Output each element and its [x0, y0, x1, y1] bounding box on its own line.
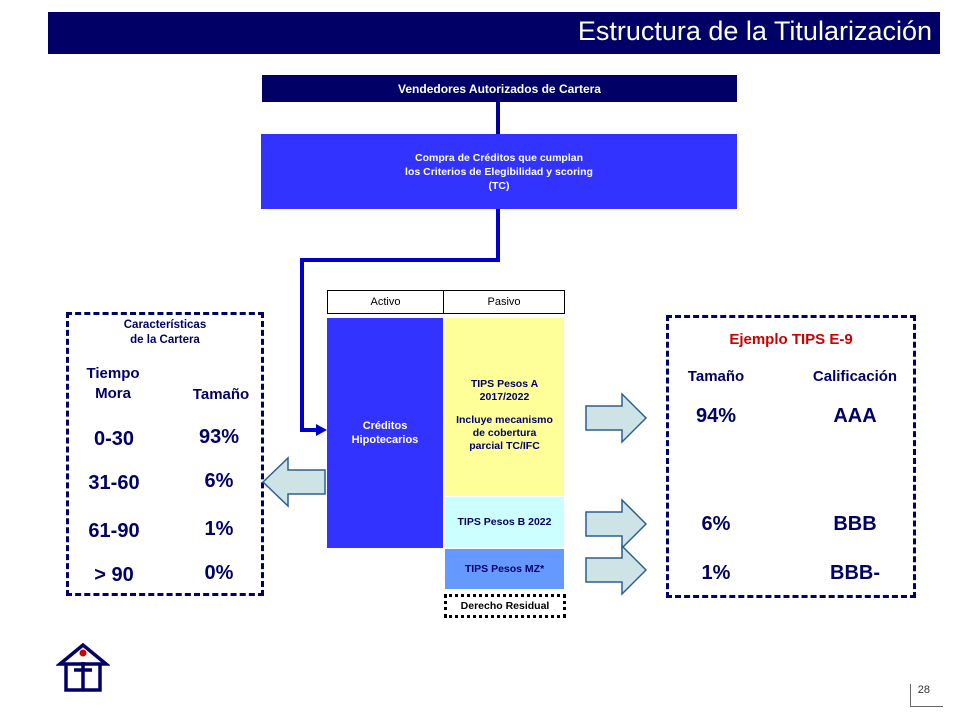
tamano-header-right: Tamaño: [687, 368, 745, 385]
tiempo-mora-line2: Mora: [95, 385, 131, 402]
compra-line2: los Criterios de Elegibilidad y scoring: [405, 165, 593, 178]
tamano-value: 1%: [204, 518, 234, 540]
caracteristicas-panel: [66, 312, 264, 596]
arrow-right-icon: [585, 544, 648, 596]
pasivo-label: Pasivo: [487, 296, 521, 308]
arrow-right-icon: [585, 392, 648, 444]
mora-value: 0-30: [93, 428, 135, 450]
tips-b-box: TIPS Pesos B 2022: [445, 497, 564, 547]
creditos-line1: Créditos: [362, 420, 408, 432]
derecho-residual-box: Derecho Residual: [444, 594, 566, 618]
tips-b-label: TIPS Pesos B 2022: [457, 516, 552, 528]
caracteristicas-title: Características de la Cartera: [66, 318, 264, 348]
vendedores-box: Vendedores Autorizados de Cartera: [262, 75, 737, 102]
activo-label: Activo: [370, 296, 401, 308]
company-logo: [56, 642, 110, 692]
calificacion-header: Calificación: [812, 368, 898, 385]
tips-a-box: TIPS Pesos A 2017/2022 Incluye mecanismo…: [445, 318, 564, 496]
creditos-line2: Hipotecarios: [351, 434, 419, 446]
tips-mz-box: TIPS Pesos MZ*: [445, 549, 564, 589]
tips-a-line4: de cobertura: [472, 427, 537, 439]
ejemplo-tamano-value: 6%: [701, 513, 731, 535]
tamano-header-left: Tamaño: [192, 386, 250, 403]
page-number-frame: [910, 684, 943, 707]
residual-label: Derecho Residual: [460, 600, 550, 612]
ejemplo-calificacion-value: AAA: [833, 405, 877, 427]
activo-header: Activo: [327, 290, 444, 314]
arrow-left-icon: [261, 456, 326, 508]
tips-a-line2: 2017/2022: [479, 391, 530, 403]
tips-a-line3: Incluye mecanismo: [456, 414, 553, 426]
tiempo-mora-header: Tiempo Mora: [68, 364, 158, 404]
tamano-value: 93%: [198, 426, 240, 448]
ejemplo-calificacion-value: BBB-: [830, 562, 880, 584]
tips-a-line5: parcial TC/IFC: [469, 440, 540, 452]
mora-value: > 90: [94, 564, 134, 586]
tamano-value: 0%: [204, 562, 234, 584]
creditos-hipotecarios-box: Créditos Hipotecarios: [327, 318, 443, 548]
arrow-right-icon: [585, 498, 648, 550]
connector-arrowhead: [316, 424, 327, 436]
ejemplo-calificacion-value: BBB: [833, 513, 877, 535]
page-number: 28: [917, 684, 930, 696]
vendedores-label: Vendedores Autorizados de Cartera: [398, 81, 601, 96]
title-bar: Estructura de la Titularización: [48, 12, 940, 54]
ejemplo-panel: [666, 315, 916, 598]
ejemplo-tamano-value: 1%: [701, 562, 731, 584]
compra-box: Compra de Créditos que cumplan los Crite…: [261, 134, 737, 209]
tips-a-line1: TIPS Pesos A: [470, 378, 539, 390]
caracteristicas-title-line2: de la Cartera: [130, 334, 200, 346]
ejemplo-tamano-value: 94%: [695, 405, 737, 427]
pasivo-header: Pasivo: [443, 290, 565, 314]
tiempo-mora-line1: Tiempo: [86, 365, 140, 382]
page-title: Estructura de la Titularización: [577, 16, 932, 46]
caracteristicas-title-line1: Características: [123, 319, 207, 331]
compra-line1: Compra de Créditos que cumplan: [414, 151, 584, 164]
mora-value: 31-60: [88, 472, 140, 494]
tips-mz-label: TIPS Pesos MZ*: [464, 563, 545, 575]
ejemplo-title: Ejemplo TIPS E-9: [729, 331, 853, 348]
mora-value: 61-90: [88, 520, 140, 542]
connector-compra-activo: [300, 209, 500, 432]
tamano-value: 6%: [204, 470, 234, 492]
compra-line3: (TC): [488, 179, 510, 192]
